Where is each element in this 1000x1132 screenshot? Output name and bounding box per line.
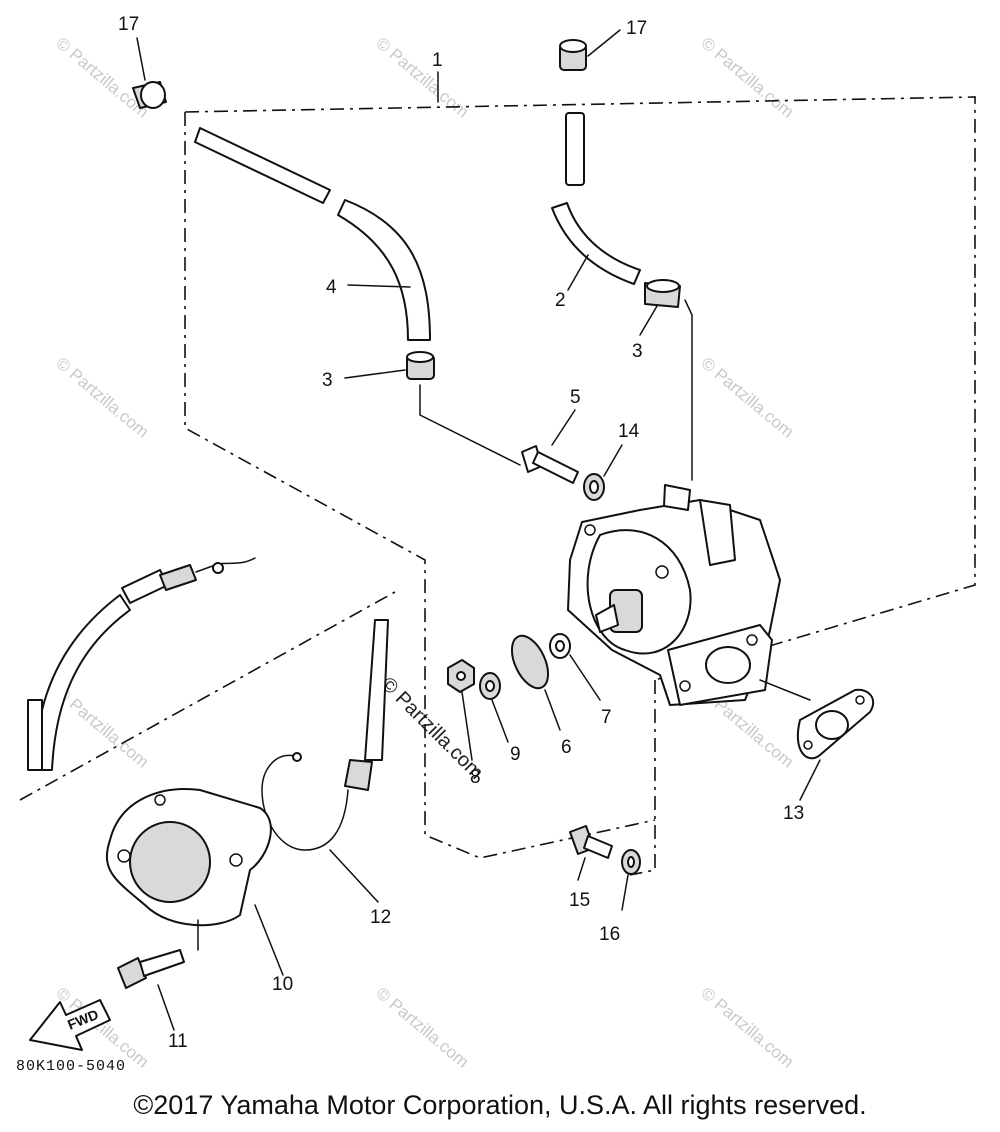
- watermark: © Partzilla.com: [697, 984, 797, 1072]
- part-2-hose: [551, 112, 641, 291]
- part-4-hose: [194, 127, 431, 341]
- copyright-notice: ©2017 Yamaha Motor Corporation, U.S.A. A…: [133, 1090, 867, 1120]
- callout-2: 2: [555, 290, 566, 311]
- sensor-cable-assembly: [27, 557, 256, 771]
- callout-12: 11: [168, 1031, 188, 1052]
- sensor-group-line: [19, 591, 396, 801]
- watermark: © Partzilla.com: [52, 354, 152, 442]
- callout-3-right: 3: [632, 341, 643, 362]
- oil-pump-body: [567, 484, 781, 706]
- part-12-bolt: [117, 949, 185, 1031]
- part-17-cap-left: [132, 37, 167, 109]
- assembly-boundary-line: [184, 96, 976, 876]
- part-6-plate: [510, 634, 561, 731]
- callout-8: 8: [470, 767, 481, 788]
- watermark: © Partzilla.com: [52, 684, 152, 772]
- diagram-code: 80K100-5040: [16, 1058, 127, 1075]
- callout-1: 1: [432, 50, 443, 71]
- callout-6: 6: [561, 737, 572, 758]
- watermark: © Partzilla.com: [697, 354, 797, 442]
- callout-16: 16: [599, 924, 620, 945]
- part-5-bolt: [521, 409, 579, 484]
- part-3-cap-left: [344, 351, 521, 466]
- part-13-sensor: [261, 619, 389, 903]
- part-11-cover: [105, 788, 284, 976]
- watermark: © Partzilla.com: [52, 34, 152, 122]
- callout-9: 9: [510, 744, 521, 765]
- callout-3-left: 3: [322, 370, 333, 391]
- watermark: © Partzilla.com: [697, 34, 797, 122]
- part-3-cap-right: [639, 279, 693, 481]
- callout-11: 10: [272, 974, 293, 995]
- part-7-washer: [549, 633, 601, 701]
- callout-7: 7: [601, 707, 612, 728]
- callout-15: 15: [569, 890, 590, 911]
- callout-14: 13: [783, 803, 804, 824]
- part-10-washer: [583, 444, 623, 501]
- callout-labels: 17 17 1 4 2 3 3 5 14 7 6 9 8 13 15 12 16…: [118, 14, 804, 1052]
- part-16-washer: [621, 849, 641, 911]
- callout-10: 14: [618, 421, 640, 442]
- callout-4: 4: [326, 277, 337, 298]
- callout-5: 5: [570, 387, 581, 408]
- watermark: © Partzilla.com: [372, 34, 472, 122]
- part-8-nut: [447, 659, 475, 761]
- watermark: © Partzilla.com: [372, 984, 472, 1072]
- callout-17-left: 17: [118, 14, 139, 35]
- part-17-cap-right: [559, 29, 621, 71]
- part-9-washer: [479, 672, 509, 743]
- part-15-bolt: [569, 825, 613, 881]
- part-14-gasket: [759, 679, 875, 801]
- callout-17-right: 17: [626, 18, 647, 39]
- callout-13: 12: [370, 907, 391, 928]
